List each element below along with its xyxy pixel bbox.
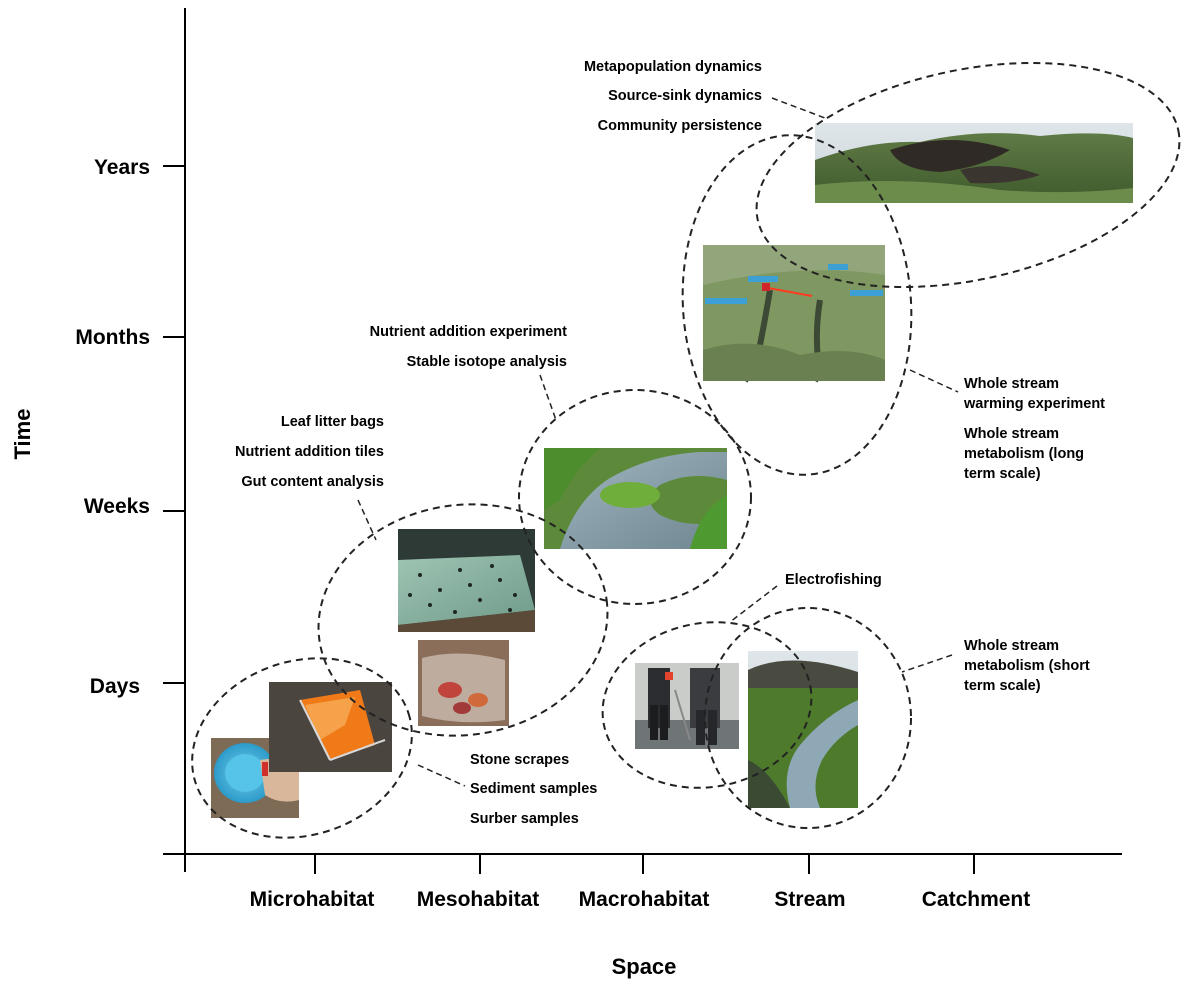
label-metapopulation: Metapopulation dynamics (584, 59, 762, 75)
sample-bowl-photo (211, 738, 299, 818)
y-tick-label-weeks: Weeks (84, 495, 150, 518)
label-stable-isotope: Stable isotope analysis (407, 354, 567, 370)
y-tick-label-years: Years (94, 156, 150, 179)
stream-channel-photo (748, 651, 858, 808)
label-short-metab-1: Whole stream (964, 638, 1059, 654)
label-nutrient-tiles: Nutrient addition tiles (235, 444, 384, 460)
label-community-persistence: Community persistence (598, 118, 762, 134)
leader-line-nutrient (539, 374, 557, 421)
warming-ellipse (681, 134, 913, 476)
x-tick-label-mesohabitat: Mesohabitat (417, 888, 540, 911)
leader-line-shortmetab (901, 654, 953, 673)
leaf-litter-bag-photo (418, 640, 509, 726)
electrofishing-photo (635, 663, 739, 749)
short-metabolism-ellipse (704, 607, 912, 829)
label-short-metab-3: term scale) (964, 678, 1041, 694)
stream-map-photo (703, 245, 885, 383)
label-warming-1: Whole stream (964, 376, 1059, 392)
stream-pool-photo (544, 448, 727, 549)
x-tick-label-microhabitat: Microhabitat (250, 888, 375, 911)
catchment-ellipse (755, 61, 1181, 289)
x-axis-title: Space (612, 954, 677, 979)
x-tick-label-stream: Stream (774, 888, 845, 911)
catchment-landscape-photo (815, 123, 1133, 203)
label-warming-2: warming experiment (963, 396, 1105, 412)
label-sediment-samples: Sediment samples (470, 781, 597, 797)
label-long-metab-3: term scale) (964, 466, 1041, 482)
label-stone-scrapes: Stone scrapes (470, 752, 569, 768)
label-short-metab-2: metabolism (short (964, 658, 1090, 674)
label-gut-content: Gut content analysis (241, 474, 384, 490)
y-axis-title: Time (10, 409, 35, 460)
label-nutrient-addition: Nutrient addition experiment (370, 324, 568, 340)
electrofishing-ellipse (601, 621, 813, 789)
mesohabitat-ellipse (317, 503, 609, 737)
macrohabitat-ellipse (518, 389, 752, 605)
label-electrofishing: Electrofishing (785, 572, 882, 588)
label-long-metab-2: metabolism (long (964, 446, 1084, 462)
surber-net-photo (269, 682, 392, 772)
y-tick-label-months: Months (75, 326, 150, 349)
label-surber-samples: Surber samples (470, 811, 579, 827)
y-tick-label-days: Days (90, 675, 140, 698)
leader-line-metapop (771, 97, 826, 119)
microhabitat-ellipse (191, 657, 413, 839)
label-leaf-litter: Leaf litter bags (281, 414, 384, 430)
x-tick-label-catchment: Catchment (922, 888, 1031, 911)
leader-line-warming (909, 369, 959, 393)
nutrient-tile-photo (398, 529, 535, 632)
leader-line-litter (357, 499, 377, 541)
x-tick-label-macrohabitat: Macrohabitat (579, 888, 710, 911)
label-source-sink: Source-sink dynamics (608, 88, 762, 104)
label-long-metab-1: Whole stream (964, 426, 1059, 442)
leader-line-samples (417, 764, 466, 787)
